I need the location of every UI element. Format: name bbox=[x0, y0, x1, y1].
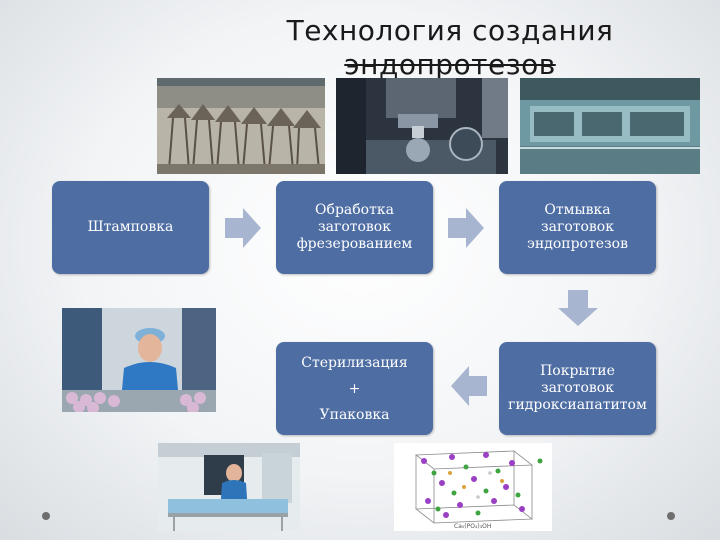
step-coating: Покрытие заготовок гидроксиапатитом bbox=[499, 342, 656, 435]
photo-washing-line bbox=[520, 78, 700, 174]
arrow-right-2-icon bbox=[448, 208, 484, 248]
step-stamping-line-1: Штамповка bbox=[87, 219, 174, 235]
arrow-right-1-icon bbox=[225, 208, 261, 248]
title-line-2: эндопротезов bbox=[344, 48, 556, 81]
step-milling-line-1: Обработка bbox=[315, 202, 394, 218]
photo-cnc-milling bbox=[336, 78, 508, 174]
corner-dot-right bbox=[667, 512, 675, 520]
step-washing: Отмывка заготовок эндопротезов bbox=[499, 181, 656, 274]
corner-dot-left bbox=[42, 512, 50, 520]
step-sterilization-line-1: Стерилизация bbox=[301, 354, 408, 371]
step-milling-line-3: фрезерованием bbox=[296, 236, 413, 252]
crystal-structure-diagram: Ca₅(PO₄)₃OH bbox=[394, 443, 552, 531]
step-washing-line-3: эндопротезов bbox=[527, 236, 628, 252]
step-milling: Обработка заготовок фрезерованием bbox=[276, 181, 433, 274]
step-coating-line-3: гидроксиапатитом bbox=[508, 397, 647, 413]
photo-cleanroom-packaging bbox=[158, 443, 300, 531]
crystal-formula-label: Ca₅(PO₄)₃OH bbox=[454, 523, 491, 530]
step-stamping: Штамповка bbox=[52, 181, 209, 274]
photo-technician-implants bbox=[62, 308, 216, 412]
title-line-1: Технология создания bbox=[286, 14, 614, 47]
arrow-left-icon bbox=[451, 366, 487, 406]
step-sterilization-line-2: + bbox=[348, 380, 361, 397]
step-washing-line-1: Отмывка bbox=[544, 202, 611, 218]
step-coating-line-2: заготовок bbox=[541, 380, 614, 396]
step-milling-line-2: заготовок bbox=[318, 219, 391, 235]
arrow-down-icon bbox=[558, 290, 598, 326]
step-sterilization: Стерилизация + Упаковка bbox=[276, 342, 433, 435]
slide-title: Технология создания эндопротезов bbox=[250, 14, 650, 82]
step-coating-line-1: Покрытие bbox=[540, 363, 615, 379]
step-sterilization-line-3: Упаковка bbox=[319, 406, 390, 423]
step-washing-line-2: заготовок bbox=[541, 219, 614, 235]
photo-stamping-factory bbox=[157, 78, 325, 174]
